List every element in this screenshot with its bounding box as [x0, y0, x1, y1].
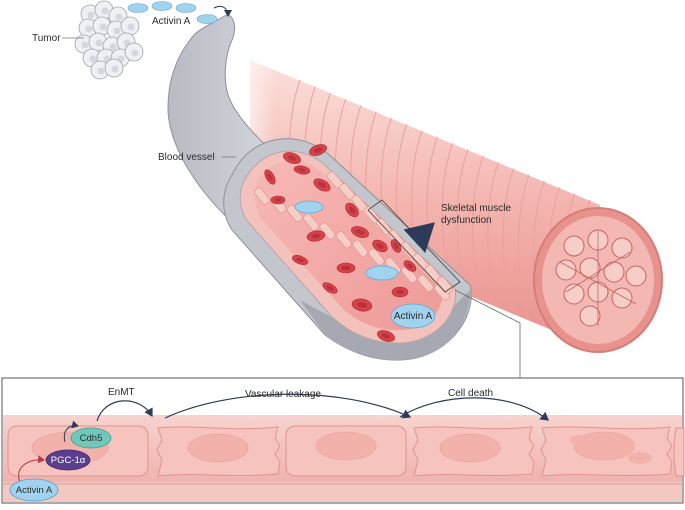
- activin-particle: [365, 265, 399, 281]
- endothelial-cell: [253, 187, 271, 205]
- enmt-label: EnMT: [108, 387, 135, 398]
- cell-nucleus: [315, 431, 377, 461]
- zoom-region-box: [367, 199, 461, 293]
- cdh5-node: [70, 427, 112, 449]
- cell-death-label: Cell death: [448, 388, 493, 399]
- cell-fragment: [570, 435, 590, 445]
- activin-bottom-label: Activin A: [16, 485, 53, 496]
- pgc-to-cdh5-arrow: [63, 420, 79, 443]
- endothelial-cell-partial: [673, 427, 685, 477]
- endothelial-cell: [335, 230, 352, 249]
- skeletal-label-line1: Skeletal muscle: [441, 203, 511, 214]
- cdh5-label: Cdh5: [80, 433, 103, 444]
- endothelial-cell: [417, 274, 434, 292]
- activin-to-pgc-arrow: [18, 455, 45, 483]
- zoom-connector-line: [454, 289, 521, 378]
- endothelial-cell: [303, 213, 320, 231]
- activin-top-label: Activin A: [152, 16, 191, 27]
- endothelial-cell: [368, 248, 385, 266]
- vascular-leakage-arrow: [164, 393, 412, 419]
- enmt-arrow: [96, 400, 153, 422]
- activin-vessel-label: Activin A: [394, 311, 433, 322]
- endothelial-cell: [352, 239, 369, 258]
- secretion-arrow: [213, 5, 232, 17]
- dysfunction-arrow: [403, 222, 435, 254]
- cell-nucleus: [439, 433, 501, 463]
- tumor-cluster-icon: [74, 0, 144, 80]
- muscle-fascicle: [625, 265, 647, 287]
- activin-particle-labeled: [390, 303, 436, 329]
- tumor-label: Tumor: [32, 33, 61, 44]
- muscle-fascicle: [579, 305, 601, 327]
- muscle-fascicle: [611, 237, 633, 259]
- blood-vessel: Activin A: [167, 13, 521, 378]
- muscle-fascicle: [603, 261, 625, 283]
- endothelial-cell: [401, 265, 418, 284]
- activin-particle: [294, 200, 324, 214]
- activin-bottom-node: [9, 478, 59, 502]
- muscle-fascicles: [555, 229, 647, 327]
- endothelium-detail-panel: [1, 377, 685, 504]
- vascular-leakage-label: Vascular leakage: [245, 389, 321, 400]
- pgc1a-label: PGC-1α: [51, 455, 86, 466]
- muscle-fascicle: [563, 235, 585, 257]
- cell-death-arrow: [399, 397, 549, 421]
- cell-fragment: [628, 452, 652, 464]
- muscle-fascicle: [563, 283, 585, 305]
- muscle-fascicle: [555, 259, 577, 281]
- activin-secreted-particles: [127, 1, 218, 24]
- muscle-fascicle: [611, 287, 633, 309]
- blood-vessel-label: Blood vessel: [158, 152, 215, 163]
- muscle-fascicle: [579, 257, 601, 279]
- pgc1a-node: [45, 449, 91, 471]
- skeletal-label-line2: dysfunction: [441, 215, 492, 226]
- red-blood-cells: [264, 144, 417, 342]
- cell-nucleus: [187, 433, 249, 463]
